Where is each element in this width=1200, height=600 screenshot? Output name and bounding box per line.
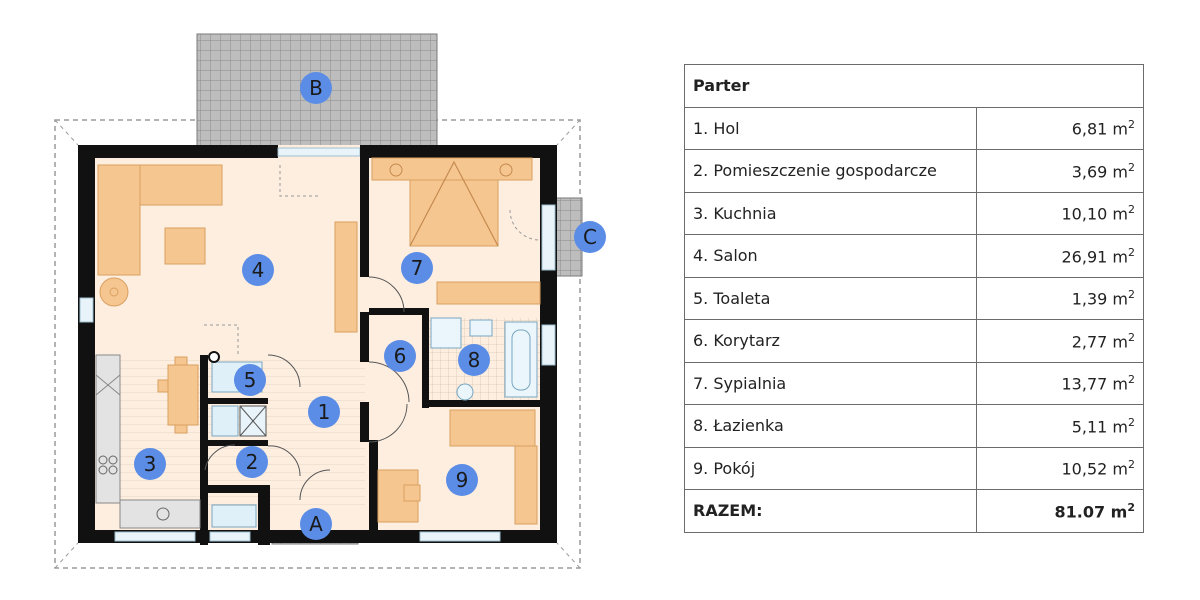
marker-label-1: 1 [318,400,331,424]
marker-label-3: 3 [144,452,157,476]
bathroom-fixtures [430,317,538,401]
table-row: 5. Toaleta 1,39 m2 [684,276,1144,320]
room-name: 9. Pokój [684,446,977,490]
table-row: 6. Korytarz 2,77 m2 [684,319,1144,363]
room-name: 4. Salon [684,234,977,278]
marker-8 [458,344,490,376]
room-area: 10,52 m2 [976,446,1144,490]
interior-walls [200,145,540,545]
table-row: 8. Łazienka 5,11 m2 [684,404,1144,448]
total-label: RAZEM: [684,489,977,533]
marker-b [300,72,332,104]
marker-2 [236,446,268,478]
marker-9 [446,464,478,496]
doors [204,276,410,501]
salon-furniture [97,164,358,333]
marker-4 [242,254,274,286]
room-area: 10,10 m2 [976,191,1144,235]
marker-label-5: 5 [244,368,257,392]
room-area: 1,39 m2 [976,276,1144,320]
bedroom-furniture [371,157,541,305]
room-name: 7. Sypialnia [684,361,977,405]
marker-label-7: 7 [411,256,424,280]
marker-label-9: 9 [456,468,469,492]
area-table: Parter 1. Hol 6,81 m2 2. Pomieszczenie g… [684,64,1144,533]
room-area: 5,11 m2 [976,404,1144,448]
marker-label-c: C [583,225,597,249]
room-area: 6,81 m2 [976,106,1144,150]
room9-furniture [377,409,538,525]
marker-label-a: A [309,512,323,536]
table-header: Parter [684,64,1144,108]
room-area: 2,77 m2 [976,319,1144,363]
room-area: 3,69 m2 [976,149,1144,193]
marker-c [574,221,606,253]
room-name: 5. Toaleta [684,276,977,320]
room-area: 26,91 m2 [976,234,1144,278]
marker-a [300,508,332,540]
marker-5 [234,364,266,396]
room-markers [134,72,606,540]
table-row: 1. Hol 6,81 m2 [684,106,1144,150]
marker-3 [134,448,166,480]
marker-label-2: 2 [246,450,259,474]
marker-labels: 4 7 5 6 8 1 3 2 9 A B C [144,76,597,536]
marker-1 [308,396,340,428]
marker-7 [401,252,433,284]
table-row: 4. Salon 26,91 m2 [684,234,1144,278]
windows [79,147,556,542]
table-row: 7. Sypialnia 13,77 m2 [684,361,1144,405]
room-area: 13,77 m2 [976,361,1144,405]
marker-label-4: 4 [252,258,265,282]
table-header-row: Parter [684,64,1144,108]
table-row: 9. Pokój 10,52 m2 [684,446,1144,490]
swing-indicators [204,165,541,355]
table-row: 2. Pomieszczenie gospodarcze 3,69 m2 [684,149,1144,193]
kitchen-furniture [95,354,201,529]
floor-plan: 4 7 5 6 8 1 3 2 9 A B C [54,33,606,569]
room-name: 8. Łazienka [684,404,977,448]
marker-label-b: B [309,76,323,100]
total-area: 81.07 m2 [976,489,1144,533]
room-name: 2. Pomieszczenie gospodarcze [684,149,977,193]
table-row: 3. Kuchnia 10,10 m2 [684,191,1144,235]
room-name: 3. Kuchnia [684,191,977,235]
room-name: 6. Korytarz [684,319,977,363]
table-total-row: RAZEM: 81.07 m2 [684,489,1144,533]
marker-label-8: 8 [468,348,481,372]
marker-6 [384,340,416,372]
terrace-b [196,33,438,147]
marker-label-6: 6 [394,344,407,368]
room-name: 1. Hol [684,106,977,150]
